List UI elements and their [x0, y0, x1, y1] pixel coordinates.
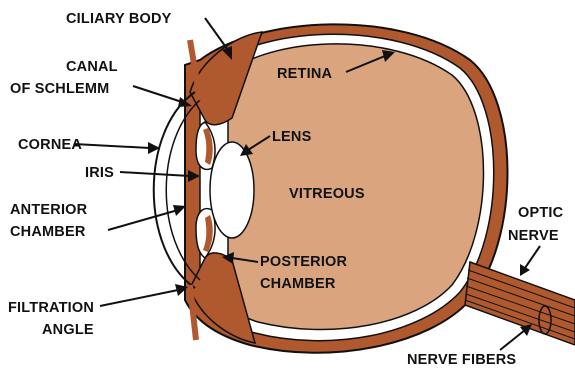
label-posterior-line1: POSTERIOR [260, 254, 348, 270]
label-filtration-line1: FILTRATION [8, 300, 94, 316]
leader-nerve-fibers [500, 324, 532, 350]
label-anterior-line2: CHAMBER [10, 224, 86, 240]
label-ciliary-body: CILIARY BODY [66, 11, 172, 27]
leader-anterior [108, 205, 186, 230]
label-anterior-line1: ANTERIOR [10, 202, 88, 218]
label-cornea: CORNEA [18, 137, 82, 153]
leader-iris [120, 170, 200, 182]
label-optic-line2: NERVE [508, 228, 559, 244]
label-posterior-line2: CHAMBER [260, 276, 336, 292]
label-vitreous: VITREOUS [289, 186, 365, 202]
leader-cornea [74, 142, 160, 154]
leader-optic [520, 246, 540, 276]
label-lens: LENS [272, 129, 312, 145]
leader-canal [133, 86, 192, 107]
label-retina: RETINA [277, 66, 333, 82]
leader-filtration [100, 284, 188, 306]
label-optic-line1: OPTIC [518, 205, 564, 221]
label-iris: IRIS [85, 165, 114, 181]
label-canal-line2: OF SCHLEMM [10, 81, 109, 97]
label-canal-line1: CANAL [66, 59, 118, 75]
label-filtration-line2: ANGLE [42, 322, 94, 338]
label-nerve-fibers: NERVE FIBERS [407, 352, 516, 368]
lens [210, 142, 254, 238]
